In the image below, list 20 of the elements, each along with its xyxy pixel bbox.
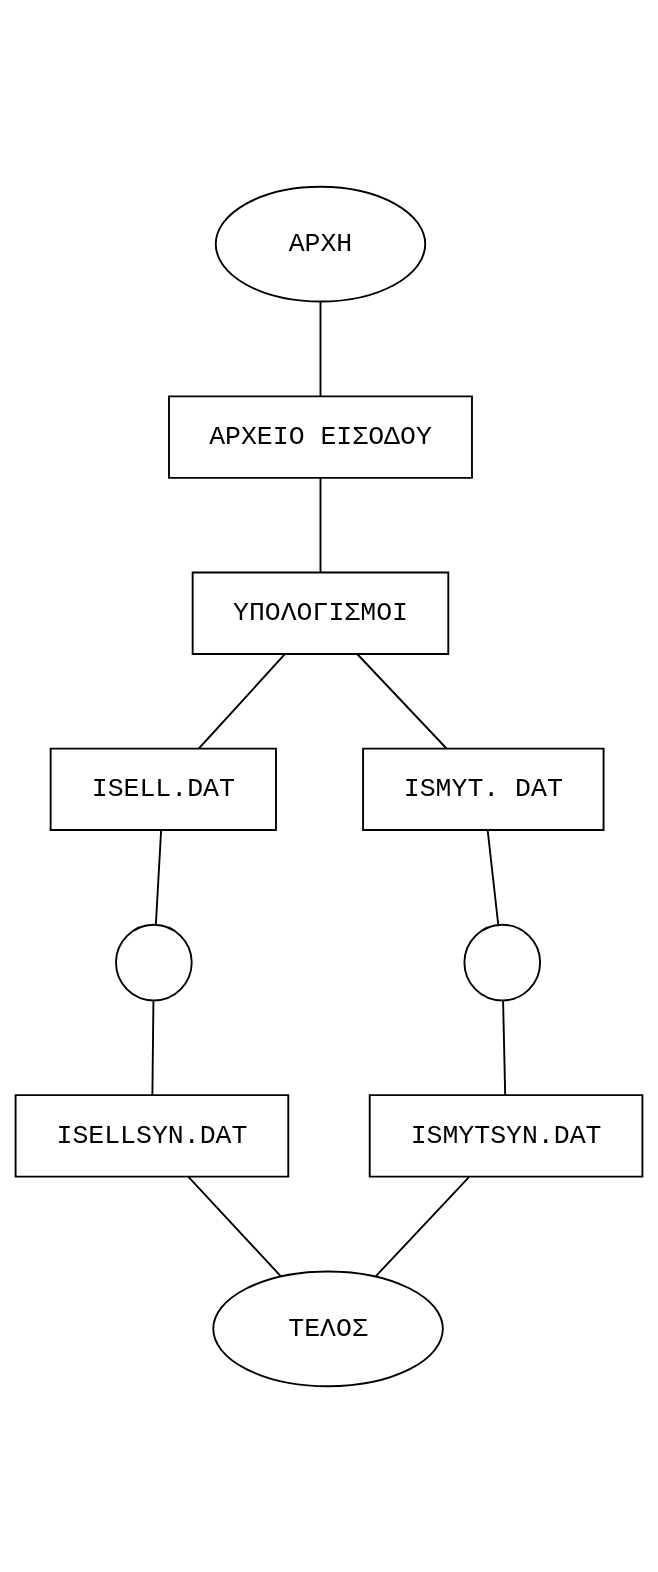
node-circle	[463, 923, 542, 1001]
connector	[356, 652, 448, 749]
connector	[486, 829, 500, 925]
connector	[154, 829, 163, 925]
node-box: ISMYT. DAT	[362, 747, 605, 831]
connector	[187, 1175, 282, 1277]
node-box: ΑΡΧΕΙΟ ΕΙΣΟΔΟΥ	[168, 394, 473, 479]
connector	[197, 652, 286, 749]
connector	[374, 1175, 471, 1277]
node-ellipse: ΤΕΛΟΣ	[212, 1270, 444, 1387]
node-ellipse: ΑΡΧΗ	[214, 185, 427, 302]
connector	[319, 300, 322, 397]
connector	[319, 476, 322, 573]
node-box: ISELLSYN.DAT	[14, 1093, 290, 1178]
connector	[502, 999, 507, 1096]
node-box: ISELL.DAT	[49, 747, 277, 831]
node-box: ΥΠΟΛΟΓΙΣΜΟΙ	[191, 571, 450, 655]
node-box: ISMYTSYN.DAT	[368, 1093, 644, 1178]
node-circle	[115, 923, 193, 1001]
connector	[151, 999, 155, 1096]
